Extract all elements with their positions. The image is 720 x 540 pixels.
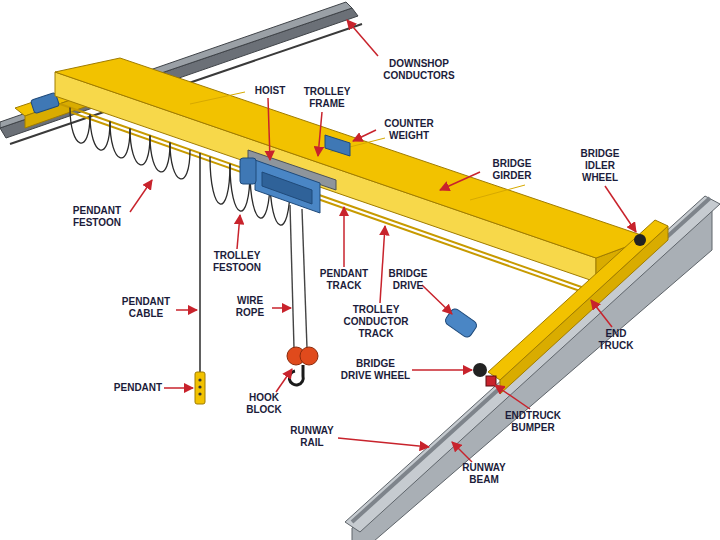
part-label: COUNTER WEIGHT <box>376 118 442 142</box>
girder-panel-line <box>190 92 245 104</box>
part-label: BRIDGE IDLER WHEEL <box>572 148 628 184</box>
wire-rope <box>290 205 294 348</box>
leader-line <box>347 20 378 56</box>
leader-line <box>164 387 193 389</box>
girder-panel-line <box>470 185 525 200</box>
leader-line <box>237 215 240 249</box>
festoon-loop <box>210 157 230 204</box>
part-label: BRIDGE DRIVE WHEEL <box>340 358 411 382</box>
part-label: HOIST <box>250 85 290 97</box>
wire-rope <box>302 209 307 348</box>
hoist-motor <box>240 158 256 184</box>
leader-line <box>268 98 270 160</box>
festoon-loop <box>130 129 150 165</box>
leader-line <box>318 112 322 156</box>
leader-line <box>422 285 452 314</box>
leader-line <box>605 186 636 232</box>
leader-line <box>130 180 152 212</box>
leader-line <box>353 130 376 141</box>
runway-beam-flange <box>345 196 720 532</box>
leader-line <box>591 300 612 327</box>
part-label: PENDANT <box>112 382 164 394</box>
runway-rail <box>352 198 710 522</box>
pendant-button <box>198 392 201 395</box>
front-runway <box>345 196 720 540</box>
leader-line <box>380 226 385 303</box>
leader-line <box>452 442 472 462</box>
part-label: END TRUCK <box>594 328 638 352</box>
bridge-girder <box>55 58 650 282</box>
part-label: BRIDGE GIRDER <box>482 158 542 182</box>
pendant-button <box>198 385 201 388</box>
leader-line <box>343 207 345 267</box>
festoon-loop <box>150 136 170 172</box>
hoist-body <box>255 160 320 213</box>
part-label: RUNWAY RAIL <box>284 425 340 449</box>
pendant-button <box>198 378 201 381</box>
pendant-box <box>195 372 205 404</box>
trolley-hoist <box>240 135 350 213</box>
drive-wheel <box>473 363 487 377</box>
hook-sheave <box>300 347 318 365</box>
part-label: ENDTRUCK BUMPER <box>500 410 566 434</box>
leader-line <box>272 307 291 309</box>
leader-line <box>276 369 292 392</box>
leader-line <box>176 309 197 311</box>
festoon-loop <box>70 108 90 144</box>
part-label: TROLLEY FESTOON <box>206 250 268 274</box>
part-label: PENDANT CABLE <box>116 296 176 320</box>
hoist-drum <box>262 172 312 204</box>
right-end-truck <box>444 220 668 394</box>
leader-line <box>412 369 472 371</box>
part-label: PENDANT FESTOON <box>66 205 128 229</box>
leader-line <box>338 438 429 447</box>
pendant-track <box>60 104 590 290</box>
festoon-loop <box>90 115 110 151</box>
part-label: DOWNSHOP CONDUCTORS <box>378 58 460 82</box>
girder-top <box>55 58 650 258</box>
girder-front <box>55 72 596 282</box>
pendant-cable <box>199 153 201 372</box>
part-label: WIRE ROPE <box>228 295 272 319</box>
part-label: TROLLEY CONDUCTOR TRACK <box>340 304 412 340</box>
part-label: RUNWAY BEAM <box>456 462 512 486</box>
end-truck-top <box>488 220 668 380</box>
idler-wheel <box>634 234 646 246</box>
leader-line <box>495 385 530 409</box>
festoon-loop <box>110 122 130 158</box>
counter-weight <box>325 135 350 156</box>
part-label: TROLLEY FRAME <box>296 86 358 110</box>
part-label: BRIDGE DRIVE <box>382 268 434 292</box>
end-truck-side <box>500 226 668 394</box>
part-label: HOOK BLOCK <box>240 392 288 416</box>
leader-line <box>440 172 480 190</box>
bumper <box>486 376 496 386</box>
hook <box>289 365 303 385</box>
part-label: PENDANT TRACK <box>316 268 372 292</box>
leader-lines <box>130 20 636 462</box>
trolley-conductor-track <box>70 112 600 298</box>
festoon-loop <box>170 143 190 179</box>
